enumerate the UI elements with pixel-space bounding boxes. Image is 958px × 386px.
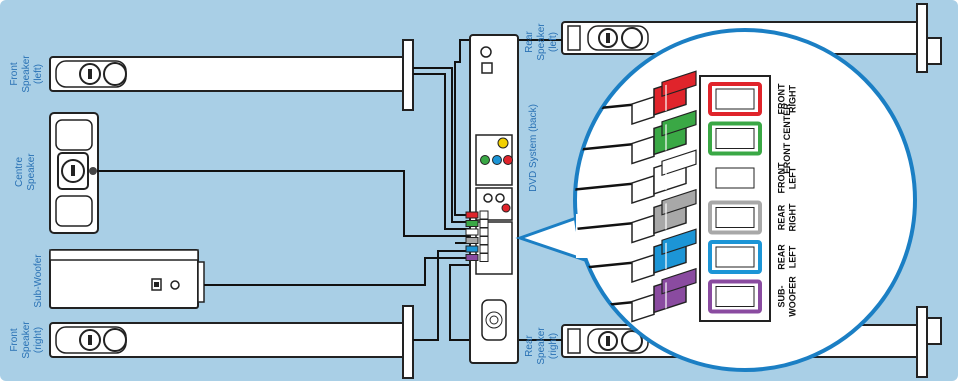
plug-blue xyxy=(631,228,697,283)
panel-plug-white xyxy=(465,228,479,236)
label-rear-right-l1: Rear xyxy=(524,334,535,356)
panel-plug-grey xyxy=(465,237,479,244)
socket-red xyxy=(708,82,762,116)
socket-inner-green xyxy=(715,128,755,149)
socket-blue xyxy=(708,240,762,274)
socket-label-line: LEFT xyxy=(788,245,798,268)
panel-plug-red xyxy=(465,211,479,219)
label-centre: Centre Speaker xyxy=(14,153,37,191)
socket-inner-red xyxy=(715,88,755,110)
socket-label-line: LEFT xyxy=(788,166,798,189)
label-dvd-system: DVD System (back) xyxy=(528,104,539,192)
plug-cable-green xyxy=(575,142,641,153)
panel-plug-group xyxy=(465,210,489,262)
label-front-right-l2: Speaker xyxy=(21,321,32,359)
label-front-left: Front Speaker (left) xyxy=(9,55,44,93)
label-rear-right-l3: (right) xyxy=(548,333,559,359)
socket-label-line: RIGHT xyxy=(788,85,798,114)
panel-socket-white xyxy=(479,227,489,237)
socket-label-line: REAR xyxy=(777,244,787,270)
panel-socket-green xyxy=(479,219,489,228)
label-rear-right-l2: Speaker xyxy=(536,327,547,365)
socket-label-line: WOOFER xyxy=(788,276,798,317)
label-rear-left: Rear Speaker (left) xyxy=(524,23,559,61)
socket-label-white: FRONTLEFT xyxy=(777,162,798,193)
socket-grey xyxy=(708,200,762,235)
panel-plug-purple xyxy=(465,254,479,261)
speaker-cables xyxy=(97,39,562,341)
label-rear-left-l3: (left) xyxy=(548,32,559,52)
socket-green xyxy=(708,121,762,156)
plug-red xyxy=(631,70,697,125)
socket-label-line: REAR xyxy=(777,204,787,230)
socket-label-purple: SUB-WOOFER xyxy=(777,276,798,317)
socket-white xyxy=(708,161,762,195)
label-front-right-l1: Front xyxy=(9,328,20,352)
socket-inner-blue xyxy=(715,246,755,268)
plug-cable-white xyxy=(575,181,641,193)
label-subwoofer: Sub-Woofer xyxy=(33,254,44,308)
front-left-speaker xyxy=(49,39,414,111)
socket-inner-grey xyxy=(715,207,755,228)
label-subwoofer-l1: Sub-Woofer xyxy=(33,254,44,308)
front-right-speaker xyxy=(49,305,414,379)
label-front-left-l1: Front xyxy=(9,62,20,86)
panel-plug-green xyxy=(465,220,479,227)
panel-socket-purple xyxy=(479,253,489,262)
socket-label-red: FRONTRIGHT xyxy=(777,83,798,114)
panel-socket-grey xyxy=(479,236,489,245)
label-front-left-l2: Speaker xyxy=(21,55,32,93)
label-rear-right: Rear Speaker (right) xyxy=(524,327,559,365)
label-front-right-l3: (right) xyxy=(33,327,44,353)
socket-label-line: FRONT xyxy=(777,83,787,114)
socket-inner-purple xyxy=(715,286,755,307)
plug-purple xyxy=(631,267,697,323)
label-front-left-l3: (left) xyxy=(33,64,44,84)
plug-grey xyxy=(631,188,697,244)
label-centre-l2: Speaker xyxy=(26,153,37,191)
centre-speaker xyxy=(49,112,99,234)
socket-label-green: FRONT CENTER xyxy=(782,103,792,174)
label-rear-left-l1: Rear xyxy=(524,30,535,52)
socket-label-grey: REARRIGHT xyxy=(777,203,798,232)
socket-inner-white xyxy=(715,167,755,189)
panel-socket-red xyxy=(479,210,489,220)
plug-white xyxy=(631,149,697,204)
plug-cable-grey xyxy=(575,221,641,232)
socket-label-line: FRONT CENTER xyxy=(782,103,792,174)
label-rear-left-l2: Speaker xyxy=(536,23,547,61)
label-centre-l1: Centre xyxy=(14,157,25,187)
label-front-right: Front Speaker (right) xyxy=(9,321,44,359)
socket-label-line: RIGHT xyxy=(788,203,798,232)
socket-purple xyxy=(708,279,762,314)
subwoofer xyxy=(49,249,205,309)
panel-socket-blue xyxy=(479,244,489,254)
socket-label-line: SUB- xyxy=(777,285,787,307)
plug-green xyxy=(631,109,697,165)
dvd-system-back-panel xyxy=(469,34,519,364)
socket-label-line: FRONT xyxy=(777,162,787,193)
panel-plug-blue xyxy=(465,245,479,253)
plug-cable-blue xyxy=(575,260,641,272)
socket-label-blue: REARLEFT xyxy=(777,244,798,270)
